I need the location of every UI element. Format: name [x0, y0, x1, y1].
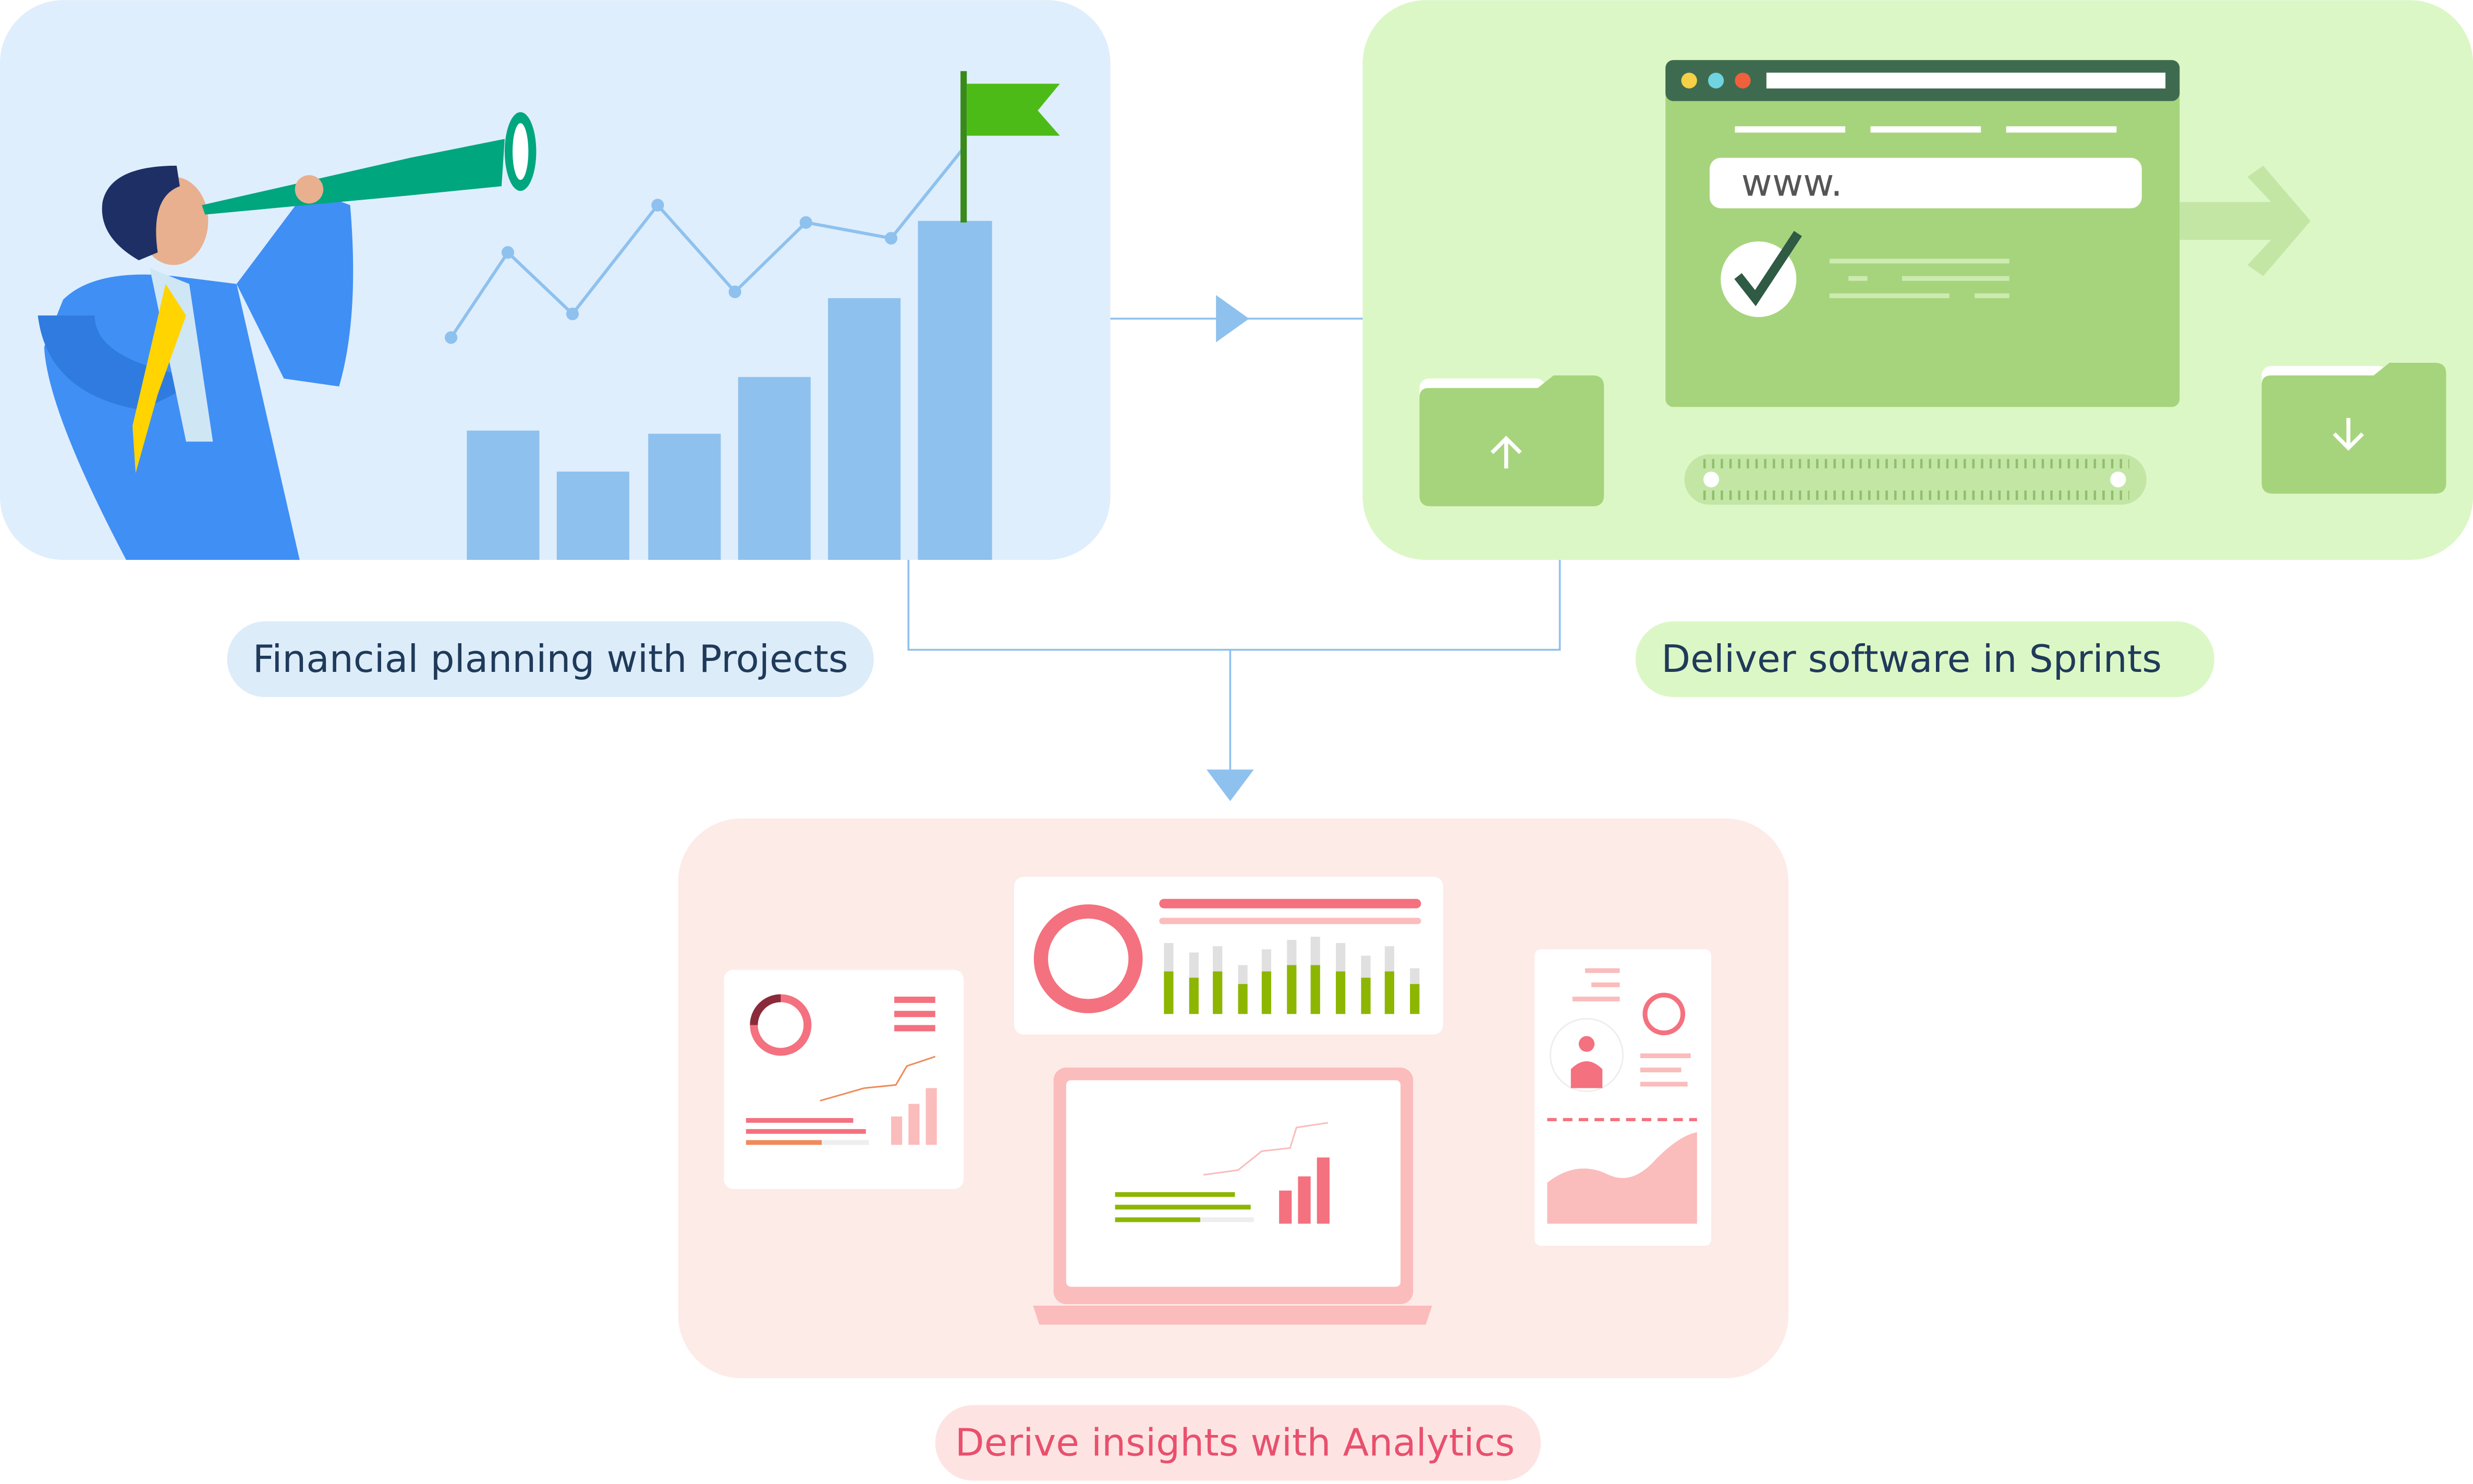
bar: [648, 434, 721, 560]
window-dot-yellow: [1681, 72, 1697, 89]
label-analytics-text: Derive insights with Analytics: [955, 1421, 1515, 1465]
download-folder-icon: [2261, 363, 2446, 494]
url-field: [1709, 157, 2142, 209]
dashboard-card-top: [1014, 877, 1443, 1035]
flag-icon: [960, 71, 1060, 223]
window-dot-red: [1735, 72, 1751, 89]
sprints-panel: www.: [1362, 0, 2473, 560]
user-avatar-icon: [1549, 1017, 1624, 1093]
upload-folder-icon: [1419, 375, 1604, 507]
arrow-right-icon: [1216, 295, 1249, 342]
analytics-panel: [678, 818, 1789, 1379]
bar: [828, 298, 901, 560]
bar-chart-illustration: [467, 220, 992, 560]
label-analytics: Derive insights with Analytics: [935, 1405, 1541, 1481]
bar: [738, 377, 811, 560]
url-text: www.: [1741, 161, 1843, 205]
projects-panel: [0, 0, 1111, 560]
label-projects-text: Financial planning with Projects: [253, 637, 848, 681]
arrow-down-icon: [1207, 769, 1254, 801]
address-bar: [1766, 72, 2166, 89]
dashboard-card-left: [724, 970, 964, 1189]
label-sprints: Deliver software in Sprints: [1635, 621, 2214, 697]
businessman-with-telescope: [38, 112, 537, 560]
trend-line: [445, 149, 964, 344]
label-projects: Financial planning with Projects: [227, 621, 874, 697]
bar: [467, 431, 540, 560]
dashboard-card-right: [1534, 949, 1711, 1246]
label-sprints-text: Deliver software in Sprints: [1661, 637, 2162, 681]
bar: [556, 471, 629, 560]
arrow-right-icon: [2179, 165, 2311, 276]
laptop-icon: [1033, 1068, 1432, 1325]
progress-conveyor: [1684, 454, 2147, 505]
window-dot-cyan: [1708, 72, 1724, 89]
browser-window: www.: [1665, 60, 2180, 407]
bar: [918, 220, 992, 560]
